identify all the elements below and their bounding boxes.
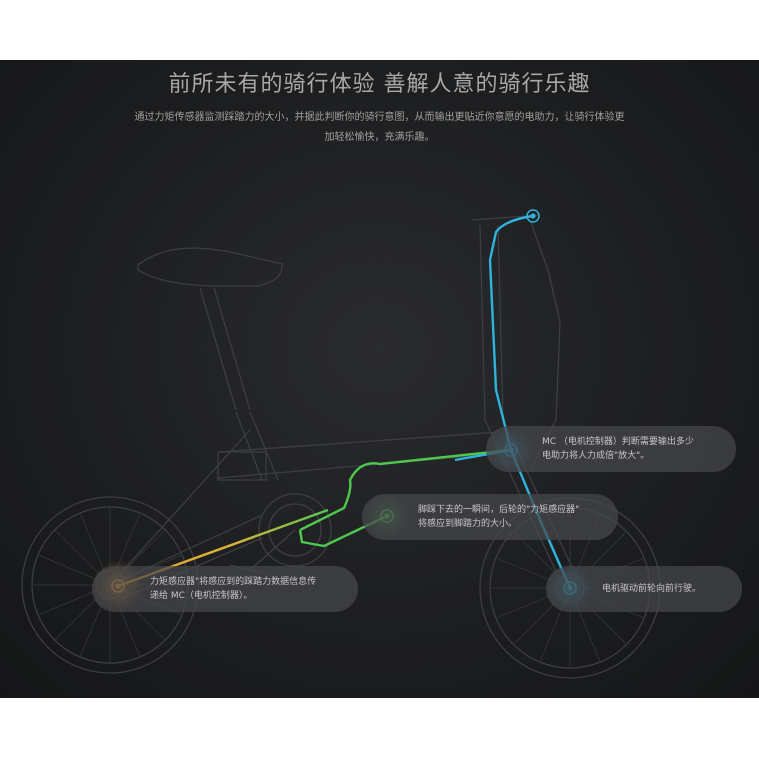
subtitle-line-1: 通过力矩传感器监测踩踏力的大小，并据此判断你的骑行意图，从而输出更贴近你意愿的电… <box>134 112 625 123</box>
pedal-signal-path <box>298 448 512 548</box>
callout-motor: 电机驱动前轮向前行驶。 <box>546 566 742 612</box>
page-title: 前所未有的骑行体验 善解人意的骑行乐趣 <box>168 72 591 97</box>
callout-pedal-line-1: 脚踩下去的一瞬间，后轮的"力矩感应器" <box>418 505 580 515</box>
callout-mc-line-2: 电助力将人力成倍"放大"。 <box>542 451 650 461</box>
page-subtitle: 通过力矩传感器监测踩踏力的大小，并据此判断你的骑行意图，从而输出更贴近你意愿的电… <box>0 108 759 148</box>
control-signal-path <box>488 214 572 589</box>
callout-pedal-line-2: 将感应到脚踏力的大小。 <box>418 519 518 529</box>
subtitle-line-2: 加轻松愉快，充满乐趣。 <box>324 132 435 143</box>
handlebar-node-icon <box>526 209 540 223</box>
callout-mc-line-1: MC （电机控制器）判断需要输出多少 <box>542 437 694 447</box>
callout-sensor-line-1: 力矩感应器"将感应到的踩踏力数据信息传 <box>150 577 317 587</box>
callout-mc: MC （电机控制器）判断需要输出多少 电助力将人力成倍"放大"。 <box>486 426 736 472</box>
hero-panel: 前所未有的骑行体验 善解人意的骑行乐趣 通过力矩传感器监测踩踏力的大小，并据此判… <box>0 60 759 698</box>
callout-sensor: 力矩感应器"将感应到的踩踏力数据信息传 递给 MC（电机控制器）。 <box>92 566 358 612</box>
callout-pedal: 脚踩下去的一瞬间，后轮的"力矩感应器" 将感应到脚踏力的大小。 <box>362 494 618 540</box>
callout-sensor-line-2: 递给 MC（电机控制器）。 <box>150 591 253 601</box>
callout-motor-line-1: 电机驱动前轮向前行驶。 <box>602 584 702 594</box>
